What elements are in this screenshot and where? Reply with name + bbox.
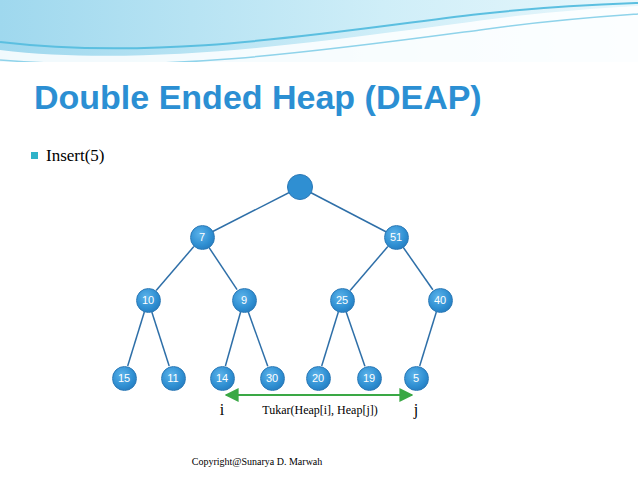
node-value: 25 <box>336 295 348 306</box>
header-band <box>0 0 638 62</box>
header-curve <box>0 3 638 48</box>
node-value: 15 <box>118 373 130 384</box>
heap-node: 14 <box>210 366 235 391</box>
tree-edge <box>156 246 194 290</box>
header-curve <box>0 14 638 64</box>
heap-node: 19 <box>357 366 382 391</box>
root-node <box>288 175 313 200</box>
heap-node: 10 <box>136 288 161 313</box>
heap-node: 40 <box>428 288 453 313</box>
tree-edge <box>128 312 145 366</box>
index-label: j <box>414 401 418 419</box>
heap-node: 15 <box>112 366 137 391</box>
node-value: 40 <box>434 295 446 306</box>
node-value: 14 <box>216 373 228 384</box>
tree-edge <box>346 312 365 366</box>
node-value: 5 <box>413 373 419 384</box>
node-value: 20 <box>312 373 324 384</box>
node-value: 9 <box>241 295 247 306</box>
tree-edge <box>209 247 237 289</box>
tree-edge <box>225 312 240 366</box>
node-value: 30 <box>266 373 278 384</box>
tree-edge <box>152 312 169 366</box>
header-edge <box>0 62 638 68</box>
heap-node: 7 <box>190 225 215 250</box>
index-label: Tukar(Heap[i], Heap[j]) <box>262 403 378 418</box>
heap-node: 5 <box>404 366 429 391</box>
bullet-text: Insert(5) <box>46 146 105 166</box>
tree-edge <box>300 187 396 237</box>
node-value: 7 <box>199 232 205 243</box>
heap-node: 30 <box>260 366 285 391</box>
tree-edge <box>403 247 433 290</box>
node-value: 11 <box>167 373 178 384</box>
tree-edge <box>248 312 268 366</box>
tree-edge <box>350 246 388 290</box>
heap-node: 20 <box>306 366 331 391</box>
swap-arrow <box>226 394 412 396</box>
footer-note: Copyright@Sunarya D. Marwah <box>192 456 323 467</box>
tree-edge <box>202 187 300 237</box>
node-value: 10 <box>142 295 154 306</box>
slide-title: Double Ended Heap (DEAP) <box>34 78 482 117</box>
node-value: 51 <box>390 232 402 243</box>
heap-node: 51 <box>384 225 409 250</box>
heap-node: 25 <box>330 288 355 313</box>
tree-edge <box>420 312 437 366</box>
bullet <box>31 152 38 159</box>
heap-node: 9 <box>232 288 257 313</box>
index-label: i <box>220 401 224 419</box>
tree-edge <box>322 312 339 366</box>
heap-node: 11 <box>161 366 186 391</box>
node-value: 19 <box>363 373 375 384</box>
